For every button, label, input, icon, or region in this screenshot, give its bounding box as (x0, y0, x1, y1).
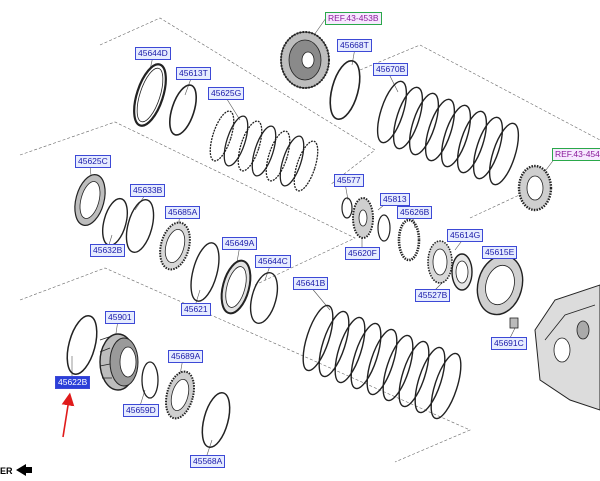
snap-ring-45659d (141, 361, 159, 399)
snap-ring-45668t (329, 60, 361, 120)
part-label-45577[interactable]: 45577 (334, 174, 364, 187)
part-label-45613t[interactable]: 45613T (176, 67, 211, 80)
ref-label-43-454[interactable]: REF.43-454 (552, 148, 600, 161)
gear-right (517, 164, 553, 212)
snap-ring-45633b (125, 199, 155, 253)
part-label-45649a[interactable]: 45649A (222, 237, 258, 250)
snap-ring-45621 (190, 242, 220, 302)
clutch-pack-45670b (376, 80, 520, 186)
corner-text: ER (0, 466, 13, 476)
front-arrow-icon (16, 464, 32, 476)
clutch-drum-45901 (99, 333, 139, 391)
hub-assembly-top (280, 31, 330, 89)
clutch-pack-45641b (302, 304, 462, 420)
part-label-45813[interactable]: 45813 (380, 193, 410, 206)
part-label-45659d[interactable]: 45659D (123, 404, 159, 417)
clutch-pack-45625g (209, 110, 319, 192)
part-label-45641b[interactable]: 45641B (293, 277, 329, 290)
part-label-45620f[interactable]: 45620F (345, 247, 380, 260)
snap-ring-45644c (249, 271, 279, 325)
part-label-45633b[interactable]: 45633B (130, 184, 166, 197)
ring-45527b (451, 253, 473, 291)
part-label-45622b-selected[interactable]: 45622B (55, 376, 91, 389)
part-label-45625c[interactable]: 45625C (75, 155, 111, 168)
gear-45620f (352, 197, 374, 239)
snap-ring-45644d (133, 63, 167, 127)
part-label-45626b[interactable]: 45626B (397, 206, 433, 219)
snap-ring-45622b (66, 315, 98, 375)
part-label-45670b[interactable]: 45670B (373, 63, 409, 76)
snap-ring-45568a (201, 392, 231, 448)
ref-label-43-453b[interactable]: REF.43-453B (325, 12, 382, 25)
part-label-45644c[interactable]: 45644C (255, 255, 291, 268)
part-label-45614g[interactable]: 45614G (447, 229, 484, 242)
washer-45577 (341, 197, 353, 219)
part-label-45668t[interactable]: 45668T (337, 39, 372, 52)
part-label-45615e[interactable]: 45615E (482, 246, 518, 259)
retainer-plate-45689a (164, 370, 196, 420)
plate-45614g (427, 240, 453, 284)
part-label-45568a[interactable]: 45568A (190, 455, 226, 468)
bolt-45691c (509, 317, 519, 329)
transmission-case (534, 284, 600, 411)
part-label-45527b[interactable]: 45527B (415, 289, 451, 302)
snap-ring-45613t (169, 84, 197, 136)
piston-45649a (220, 259, 252, 315)
clutch-drum-45625c (74, 174, 106, 226)
part-label-45685a[interactable]: 45685A (165, 206, 201, 219)
part-label-45632b[interactable]: 45632B (90, 244, 126, 257)
housing-45615e (476, 254, 524, 316)
highlight-arrow (61, 392, 75, 438)
bearing-45813 (377, 214, 391, 242)
part-label-45625g[interactable]: 45625G (208, 87, 245, 100)
part-label-45621[interactable]: 45621 (181, 303, 211, 316)
gear-45626b (397, 218, 421, 262)
part-label-45644d[interactable]: 45644D (135, 47, 171, 60)
part-label-45901[interactable]: 45901 (105, 311, 135, 324)
pressure-plate-45685a (159, 221, 191, 271)
part-label-45689a[interactable]: 45689A (168, 350, 204, 363)
part-label-45691c[interactable]: 45691C (491, 337, 527, 350)
